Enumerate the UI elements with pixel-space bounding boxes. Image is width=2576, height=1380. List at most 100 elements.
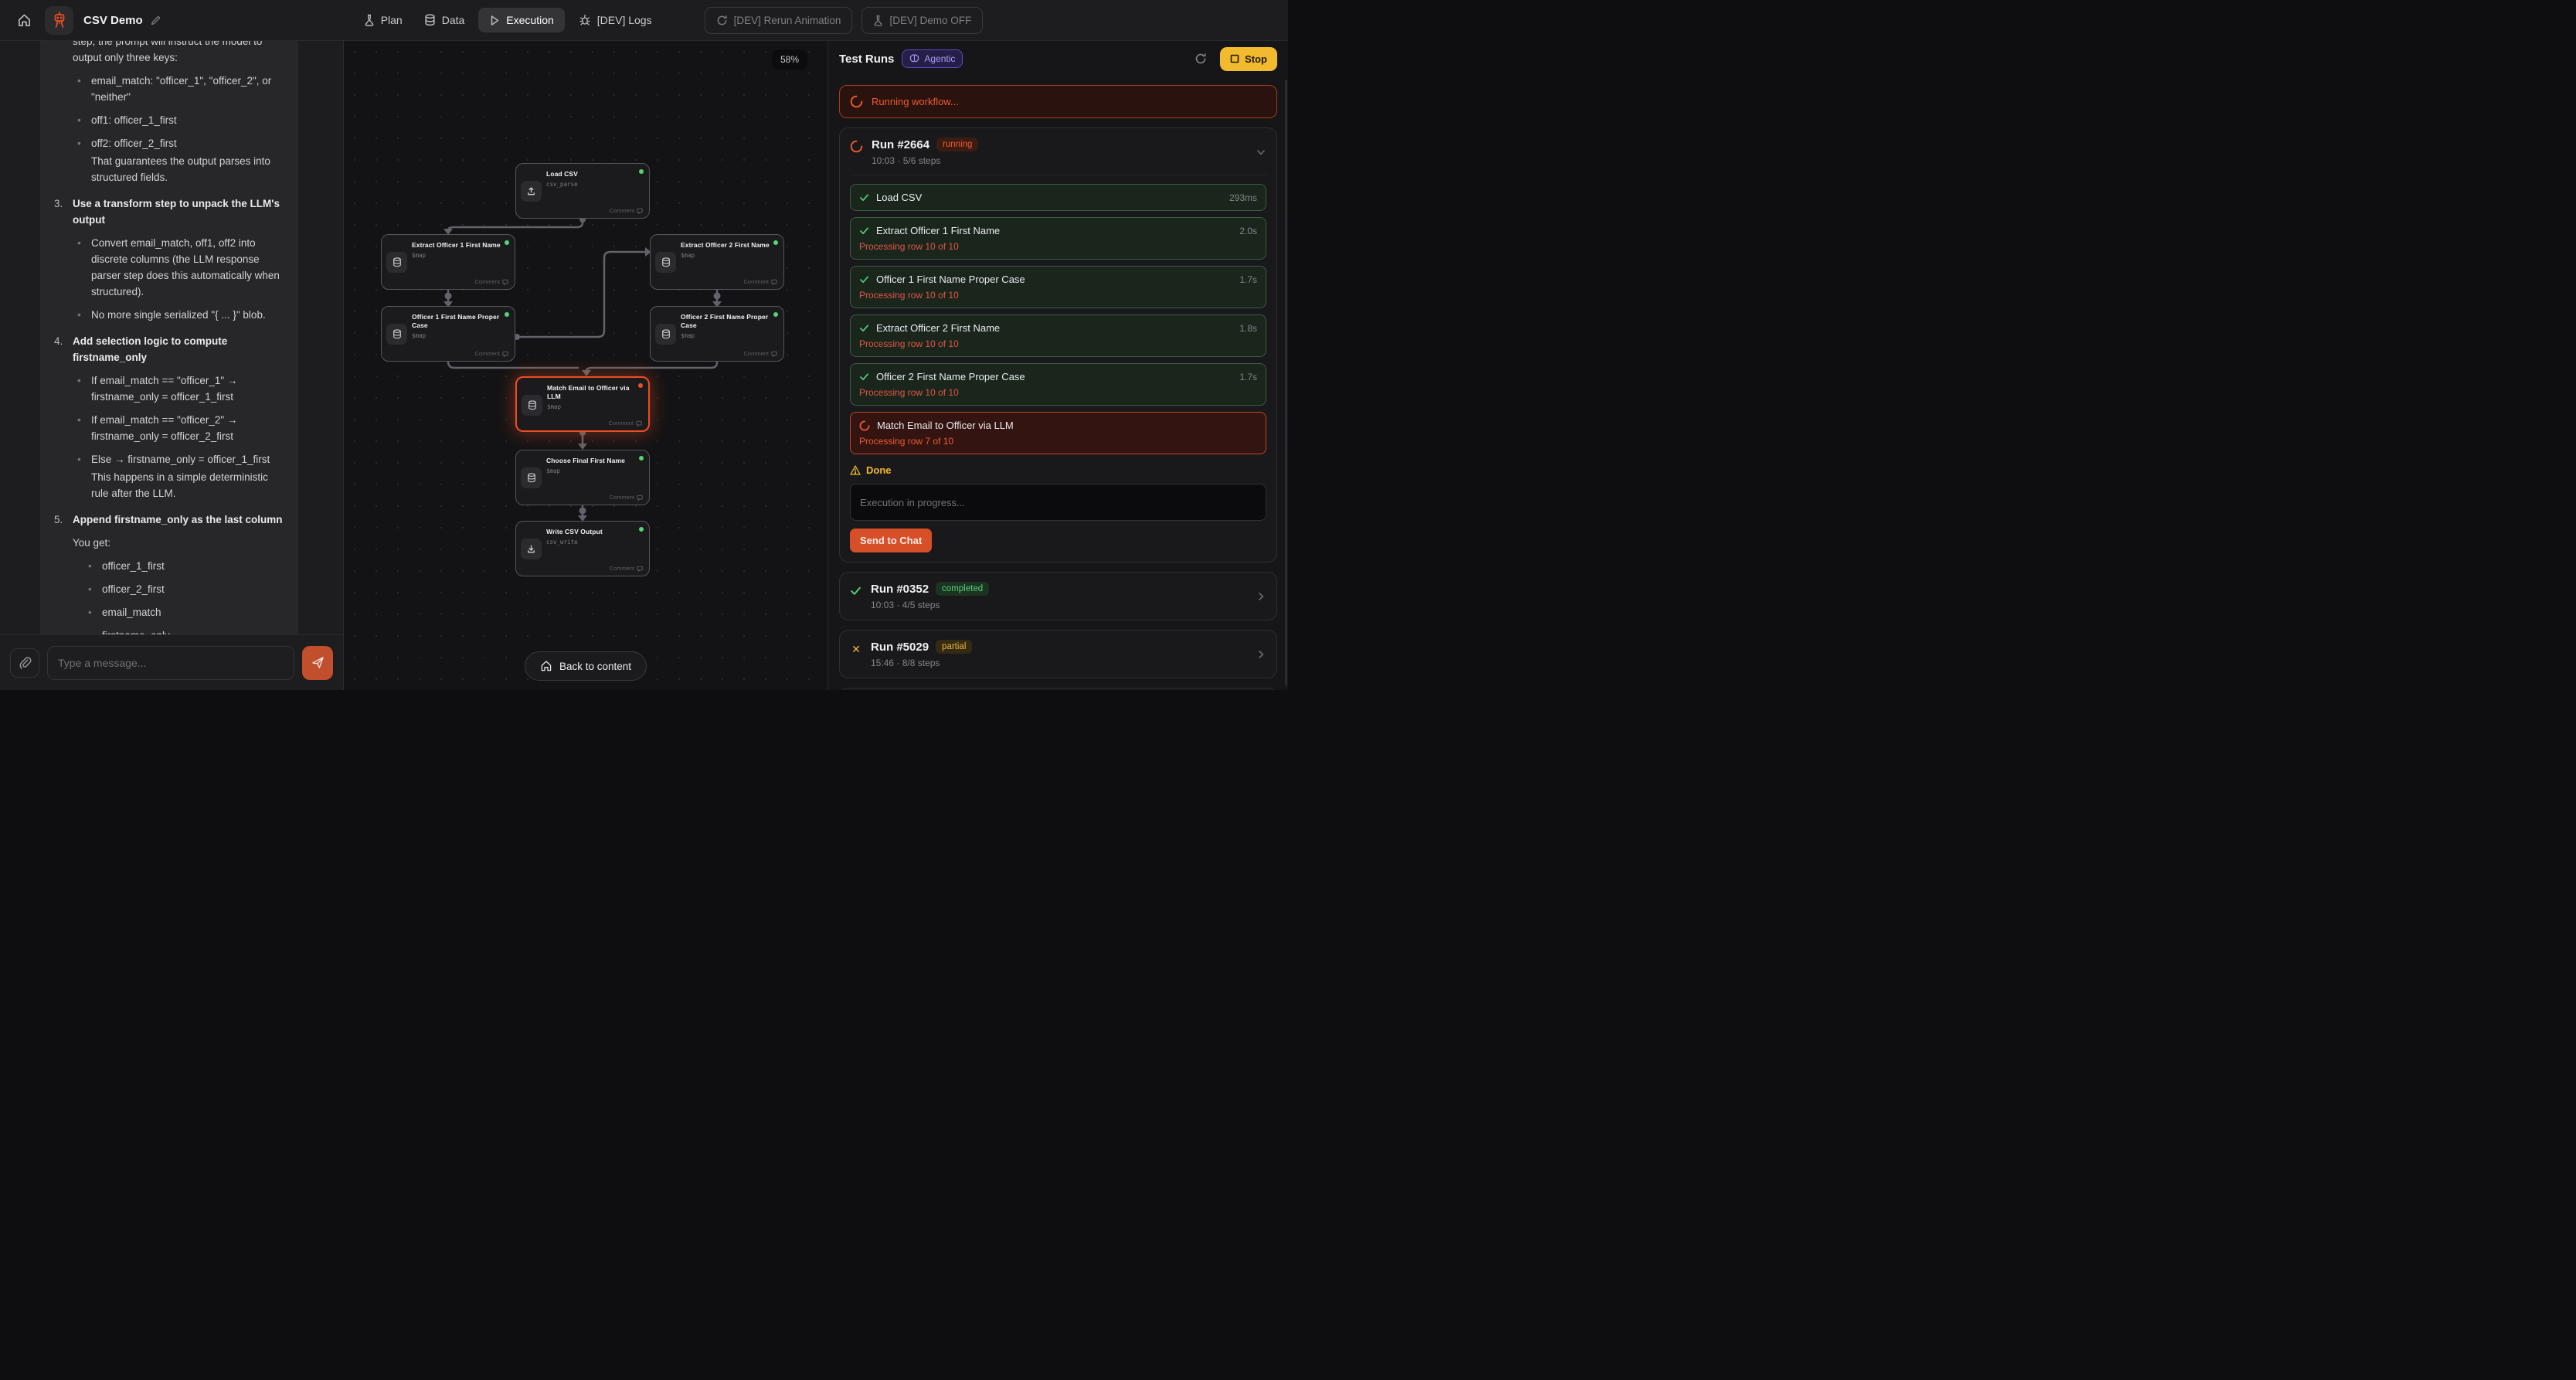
node-subtitle: $map xyxy=(681,332,695,339)
comment-icon xyxy=(637,208,643,214)
node-choose-final-first-name[interactable]: Choose Final First Name $map Comment xyxy=(515,450,650,505)
chevron-down-icon[interactable] xyxy=(1256,147,1266,158)
dev-rerun-animation-button[interactable]: [DEV] Rerun Animation xyxy=(704,6,853,34)
tab-dev-logs[interactable]: [DEV] Logs xyxy=(571,8,660,32)
step-card-running: Match Email to Officer via LLM Processin… xyxy=(850,412,1266,454)
check-icon xyxy=(860,194,868,202)
tab-execution[interactable]: Execution xyxy=(478,8,565,32)
agentic-badge: Agentic xyxy=(902,49,963,68)
node-comment-link[interactable]: Comment xyxy=(743,350,777,357)
node-subtitle: $map xyxy=(546,467,561,474)
node-status-dot xyxy=(773,312,778,317)
running-workflow-label: Running workflow... xyxy=(872,96,959,107)
node-extract-officer-2[interactable]: Extract Officer 2 First Name $map Commen… xyxy=(650,234,784,290)
node-subtitle: $map xyxy=(681,252,695,259)
done-label: Done xyxy=(866,464,892,476)
runs-scroll-area[interactable]: Running workflow... Run #2664 running 10… xyxy=(828,76,1288,690)
step-label: Load CSV xyxy=(876,192,923,203)
home-button[interactable] xyxy=(11,7,37,33)
run-status-badge: running xyxy=(936,138,979,151)
dev-demo-off-button[interactable]: [DEV] Demo OFF xyxy=(861,6,984,34)
chevron-right-icon[interactable] xyxy=(1256,649,1266,660)
tab-data[interactable]: Data xyxy=(416,8,473,32)
node-officer-1-proper-case[interactable]: Officer 1 First Name Proper Case $map Co… xyxy=(381,306,515,362)
node-subtitle: csv_write xyxy=(546,539,578,546)
step-detail: Processing row 10 of 10 xyxy=(859,387,959,398)
stop-icon xyxy=(1230,54,1239,63)
chat-message-input[interactable] xyxy=(47,645,294,680)
node-comment-link[interactable]: Comment xyxy=(609,207,643,214)
node-comment-link[interactable]: Comment xyxy=(474,278,508,285)
run-title: Run #0352 xyxy=(871,582,929,596)
node-match-email-llm[interactable]: Match Email to Officer via LLM $map Comm… xyxy=(515,376,650,432)
node-comment-link[interactable]: Comment xyxy=(609,565,643,572)
paperclip-icon xyxy=(19,657,31,669)
execution-note-input[interactable] xyxy=(850,484,1266,521)
robot-icon xyxy=(54,12,64,28)
node-comment-link[interactable]: Comment xyxy=(609,494,643,501)
chat-line: email_match: "officer_1", "officer_2", o… xyxy=(53,73,286,105)
back-button-label: Back to content xyxy=(559,660,632,672)
chat-line: Convert email_match, off1, off2 into dis… xyxy=(53,235,286,300)
run-history-card[interactable]: Run #0352 completed 10:03 · 4/5 steps xyxy=(839,572,1277,620)
step-duration: 1.8s xyxy=(1239,322,1257,334)
main-tabs: Plan Data Execution [DEV] Logs xyxy=(356,8,660,32)
app-window: CSV Demo Plan Data Execution [DEV] Logs xyxy=(0,0,1288,690)
send-to-chat-button[interactable]: Send to Chat xyxy=(850,529,933,552)
run-meta: 15:46 · 8/8 steps xyxy=(871,658,940,668)
tab-plan[interactable]: Plan xyxy=(356,8,410,32)
step-detail: Processing row 10 of 10 xyxy=(859,338,959,349)
node-load-csv[interactable]: Load CSV csv_parse Comment xyxy=(515,163,650,219)
chat-line: email_match xyxy=(53,604,286,620)
active-run-card[interactable]: Run #2664 running 10:03 · 5/6 steps Load… xyxy=(839,127,1277,563)
runs-panel-title: Test Runs xyxy=(839,52,895,66)
paper-plane-icon xyxy=(311,657,324,668)
chat-line: firstname_only xyxy=(53,627,286,634)
node-officer-2-proper-case[interactable]: Officer 2 First Name Proper Case $map Co… xyxy=(650,306,784,362)
chevron-right-icon[interactable] xyxy=(1256,591,1266,602)
database-icon xyxy=(386,252,407,273)
run-meta: 10:03 · 4/5 steps xyxy=(871,600,940,610)
upload-icon xyxy=(521,181,542,202)
top-bar: CSV Demo Plan Data Execution [DEV] Logs xyxy=(0,0,1288,41)
chat-scroll-area[interactable]: step, the prompt will instruct the model… xyxy=(0,41,343,634)
flask-icon xyxy=(874,15,882,26)
runs-header: Test Runs Agentic Stop xyxy=(828,41,1288,76)
stop-button[interactable]: Stop xyxy=(1220,46,1277,71)
run-status-badge: completed xyxy=(936,582,990,596)
scrollbar[interactable] xyxy=(1285,80,1287,685)
dev-demo-label: [DEV] Demo OFF xyxy=(889,14,972,26)
run-history-card[interactable]: ✕ Run #5029 partial 15:46 · 8/8 steps xyxy=(839,630,1277,678)
check-icon xyxy=(860,373,868,381)
step-label: Officer 2 First Name Proper Case xyxy=(876,371,1025,382)
agentic-badge-label: Agentic xyxy=(924,53,956,64)
back-to-content-button[interactable]: Back to content xyxy=(524,651,647,681)
chat-line: Else → firstname_only = officer_1_first xyxy=(53,451,286,467)
tab-label: Plan xyxy=(380,14,403,26)
edit-title-button[interactable] xyxy=(150,15,161,26)
send-message-button[interactable] xyxy=(302,645,333,680)
database-icon xyxy=(386,324,407,345)
node-comment-link[interactable]: Comment xyxy=(474,350,508,357)
chat-line: If email_match == "officer_1" → firstnam… xyxy=(53,372,286,405)
step-label: Match Email to Officer via LLM xyxy=(877,420,1014,431)
node-comment-link[interactable]: Comment xyxy=(608,420,642,427)
node-write-csv-output[interactable]: Write CSV Output csv_write Comment xyxy=(515,521,650,576)
active-run-header[interactable]: Run #2664 running 10:03 · 5/6 steps xyxy=(850,138,1266,166)
node-subtitle: $map xyxy=(412,252,427,259)
node-subtitle: csv_parse xyxy=(546,181,578,188)
node-extract-officer-1[interactable]: Extract Officer 1 First Name $map Commen… xyxy=(381,234,515,290)
step-duration: 1.7s xyxy=(1239,274,1257,285)
comment-icon xyxy=(636,420,642,427)
done-status: Done xyxy=(850,464,1266,476)
workflow-canvas[interactable]: 58% Load CSV csv_parse Comment Extract O… xyxy=(344,41,828,690)
node-comment-link[interactable]: Comment xyxy=(743,278,777,285)
chat-line: No more single serialized "{ ... }" blob… xyxy=(53,307,286,323)
node-status-dot xyxy=(638,383,643,388)
app-logo[interactable] xyxy=(45,5,73,35)
refresh-runs-button[interactable] xyxy=(1189,47,1212,70)
node-title: Load CSV xyxy=(546,170,578,178)
attach-button[interactable] xyxy=(10,648,39,678)
stop-button-label: Stop xyxy=(1245,53,1267,65)
run-history-card[interactable]: ✕ Run #4808 partial 15:41 · 8/8 steps xyxy=(839,688,1277,690)
